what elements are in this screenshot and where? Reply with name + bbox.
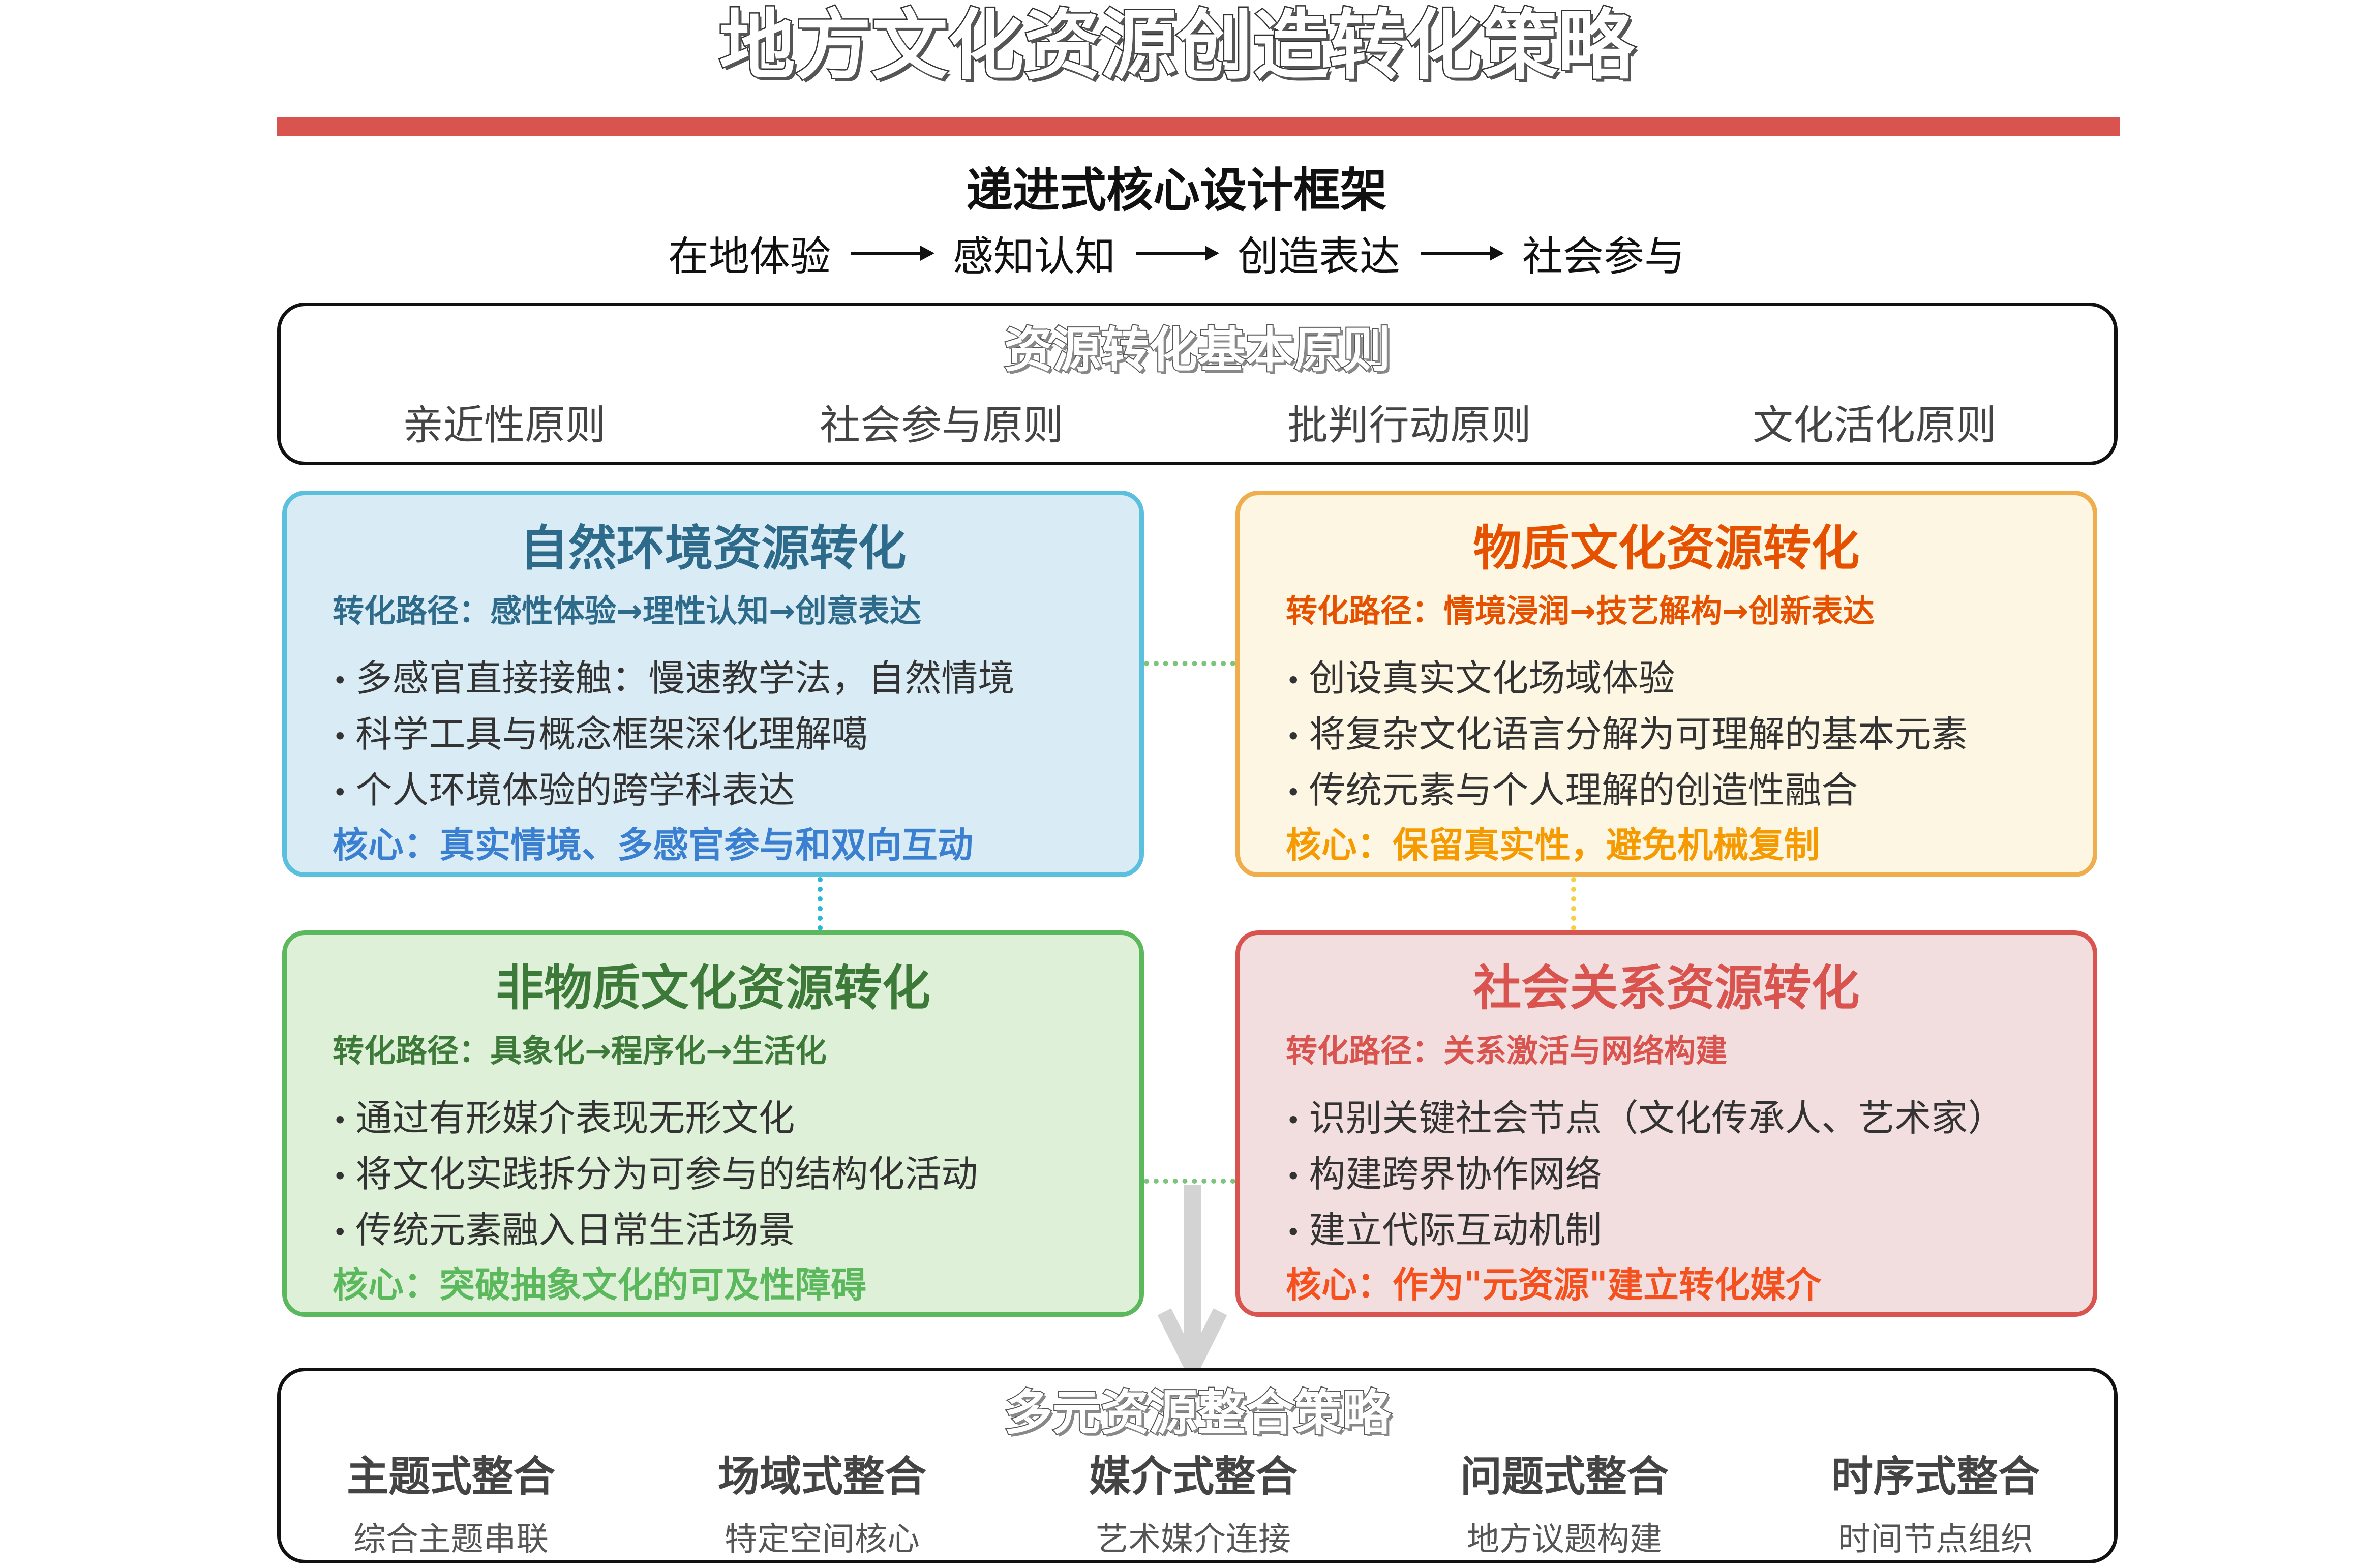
integration-name: 主题式整合 (346, 1453, 556, 1501)
integration-item: 问题式整合地方议题构建 (1460, 1442, 1669, 1560)
integration-title: 多元资源整合策略 (1003, 1384, 1392, 1442)
list-item: 创设真实文化场域体验 (1286, 652, 2093, 708)
integration-item: 时序式整合时间节点组织 (1831, 1442, 2040, 1560)
card-path: 转化路径：关系激活与网络构建 (1286, 1032, 1728, 1069)
integration-name: 媒介式整合 (1089, 1453, 1298, 1501)
list-item: 个人环境体验的跨学科表达 (333, 764, 1139, 820)
card-title: 物质文化资源转化 (1473, 521, 1860, 577)
list-item: 多感官直接接触：慢速教学法，自然情境 (333, 652, 1139, 708)
card-title: 社会关系资源转化 (1473, 960, 1860, 1016)
principles-box: 资源转化基本原则 亲近性原则 社会参与原则 批判行动原则 文化活化原则 (277, 303, 2118, 465)
arrow-right-icon (851, 246, 934, 261)
card-core: 核心：真实情境、多感官参与和双向互动 (333, 824, 973, 866)
integration-name: 场域式整合 (717, 1453, 927, 1501)
list-item: 构建跨界协作网络 (1286, 1148, 2093, 1203)
flow-step: 感知认知 (953, 233, 1115, 280)
principle-item: 批判行动原则 (1287, 402, 1531, 449)
card-social-relations: 社会关系资源转化 转化路径：关系激活与网络构建 识别关键社会节点（文化传承人、艺… (1235, 930, 2097, 1317)
principle-item: 文化活化原则 (1753, 402, 1997, 449)
card-path: 转化路径：感性体验→理性认知→创意表达 (333, 592, 921, 629)
integration-name: 问题式整合 (1460, 1453, 1669, 1501)
framework-title: 递进式核心设计框架 (966, 163, 1387, 218)
flow-step: 社会参与 (1522, 233, 1685, 280)
integration-name: 时序式整合 (1831, 1453, 2040, 1501)
card-intangible-culture: 非物质文化资源转化 转化路径：具象化→程序化→生活化 通过有形媒介表现无形文化将… (282, 930, 1144, 1317)
list-item: 传统元素融入日常生活场景 (333, 1203, 1139, 1259)
connector-dotted (1144, 661, 1235, 666)
list-item: 传统元素与个人理解的创造性融合 (1286, 764, 2093, 820)
principle-item: 亲近性原则 (403, 402, 606, 449)
integration-desc: 时间节点组织 (1837, 1521, 2033, 1558)
principles-title: 资源转化基本原则 (1003, 321, 1392, 379)
list-item: 将复杂文化语言分解为可理解的基本元素 (1286, 708, 2093, 764)
integration-desc: 地方议题构建 (1466, 1521, 1662, 1558)
arrow-right-icon (1136, 246, 1219, 261)
flow-step: 在地体验 (668, 233, 831, 280)
arrow-right-icon (1421, 246, 1504, 261)
list-item: 科学工具与概念框架深化理解噶 (333, 708, 1139, 764)
connector-dotted (1571, 877, 1576, 930)
card-path: 转化路径：情境浸润→技艺解构→创新表达 (1286, 592, 1875, 629)
connector-dotted (1144, 1179, 1235, 1184)
flow-step: 创造表达 (1238, 233, 1400, 280)
card-core: 核心：保留真实性，避免机械复制 (1286, 824, 1820, 866)
card-path: 转化路径：具象化→程序化→生活化 (333, 1032, 827, 1069)
title-divider (277, 117, 2120, 136)
page-title: 地方文化资源创造转化策略 (717, 1, 1635, 92)
list-item: 建立代际互动机制 (1286, 1203, 2093, 1259)
card-natural-resources: 自然环境资源转化 转化路径：感性体验→理性认知→创意表达 多感官直接接触：慢速教… (282, 491, 1144, 877)
list-item: 识别关键社会节点（文化传承人、艺术家） (1286, 1092, 2093, 1148)
card-core: 核心：作为"元资源"建立转化媒介 (1286, 1263, 1821, 1306)
integration-box: 多元资源整合策略 主题式整合综合主题串联 场域式整合特定空间核心 媒介式整合艺术… (277, 1368, 2118, 1563)
principle-item: 社会参与原则 (820, 402, 1064, 449)
integration-item: 场域式整合特定空间核心 (718, 1442, 926, 1560)
framework-flow: 在地体验 感知认知 创造表达 社会参与 (0, 224, 2353, 283)
integration-desc: 特定空间核心 (724, 1521, 920, 1558)
arrow-down-icon (1157, 1185, 1227, 1373)
integration-desc: 综合主题串联 (353, 1521, 549, 1558)
card-material-culture: 物质文化资源转化 转化路径：情境浸润→技艺解构→创新表达 创设真实文化场域体验将… (1235, 491, 2097, 877)
integration-item: 媒介式整合艺术媒介连接 (1089, 1442, 1298, 1560)
connector-dotted (818, 877, 823, 930)
card-title: 非物质文化资源转化 (495, 960, 930, 1016)
card-core: 核心：突破抽象文化的可及性障碍 (333, 1263, 866, 1306)
integration-item: 主题式整合综合主题串联 (347, 1442, 555, 1560)
list-item: 将文化实践拆分为可参与的结构化活动 (333, 1148, 1139, 1203)
card-title: 自然环境资源转化 (520, 521, 907, 577)
list-item: 通过有形媒介表现无形文化 (333, 1092, 1139, 1148)
integration-desc: 艺术媒介连接 (1095, 1521, 1291, 1558)
